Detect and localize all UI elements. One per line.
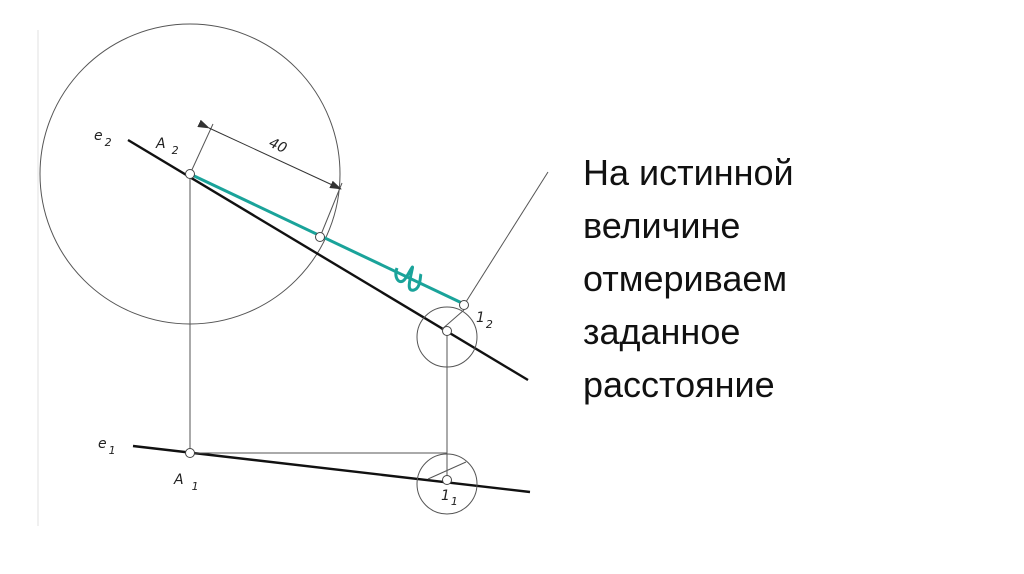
label-dimension: 40 — [266, 135, 289, 157]
small-circle-lower — [416, 453, 478, 515]
point-on-e2 — [442, 326, 452, 336]
point-mid — [315, 232, 325, 242]
caption-line-4: заданное — [583, 311, 741, 352]
line-e2 — [127, 138, 529, 382]
caption-line-1: На истинной — [583, 152, 794, 193]
dimension-line — [197, 119, 342, 190]
point-A1 — [185, 448, 195, 458]
point-1-2 — [459, 300, 469, 310]
caption-text: На истинной величине отмериваем заданное… — [583, 146, 1003, 411]
break-symbol — [394, 265, 423, 292]
diagonal-line — [463, 171, 549, 306]
line-e1 — [132, 444, 531, 494]
caption-line-2: величине — [583, 205, 741, 246]
dimension-extension-right — [319, 182, 343, 238]
small-circle-upper — [416, 306, 478, 368]
caption-line-3: отмериваем — [583, 258, 788, 299]
dimension-extension-left — [189, 123, 214, 175]
caption-line-5: расстояние — [583, 364, 775, 405]
true-length-segment — [189, 172, 465, 306]
small-circle-lower-tick — [427, 461, 467, 480]
label-1-1: 11 — [441, 488, 458, 508]
label-1-2: 12 — [476, 310, 493, 331]
point-A2 — [185, 169, 195, 179]
point-1-1 — [442, 475, 452, 485]
